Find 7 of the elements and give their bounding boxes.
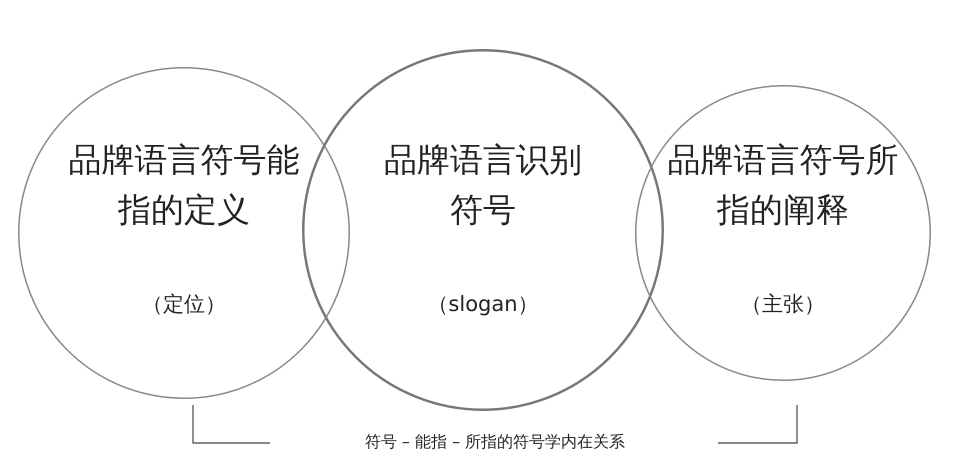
circle-subtitle: （slogan） xyxy=(426,291,540,318)
bracket-caption: 符号 – 能指 – 所指的符号学内在关系 xyxy=(364,432,626,453)
circle-heading: 品牌语言识别符号 xyxy=(383,139,583,231)
circle-subtitle: （定位） xyxy=(141,291,227,318)
circle-heading: 品牌语言符号所指的阐释 xyxy=(666,139,900,231)
circle-subtitle: （主张） xyxy=(740,291,826,318)
circle-heading: 品牌语言符号能指的定义 xyxy=(68,139,300,231)
